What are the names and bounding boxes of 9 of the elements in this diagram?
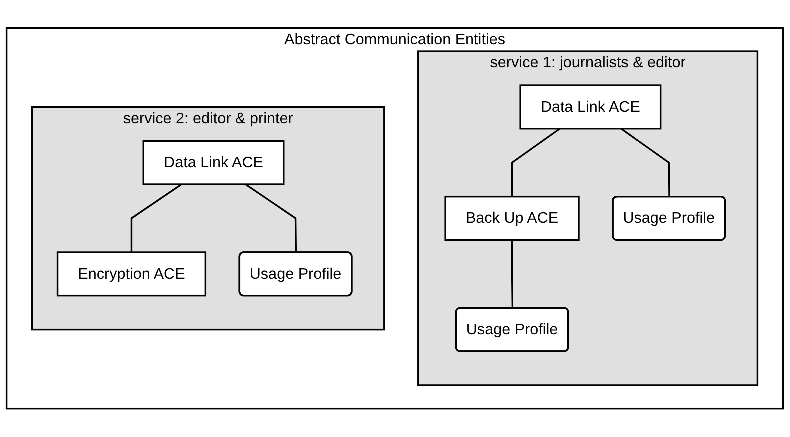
node-box: Back Up ACE	[444, 196, 580, 242]
node-box: Data Link ACE	[520, 84, 662, 130]
connector	[511, 240, 514, 309]
connector	[620, 128, 670, 198]
node-box: Encryption ACE	[56, 252, 207, 297]
connector	[130, 184, 182, 252]
connector	[245, 184, 298, 253]
node-box: Data Link ACE	[142, 140, 285, 186]
connector	[511, 128, 561, 197]
